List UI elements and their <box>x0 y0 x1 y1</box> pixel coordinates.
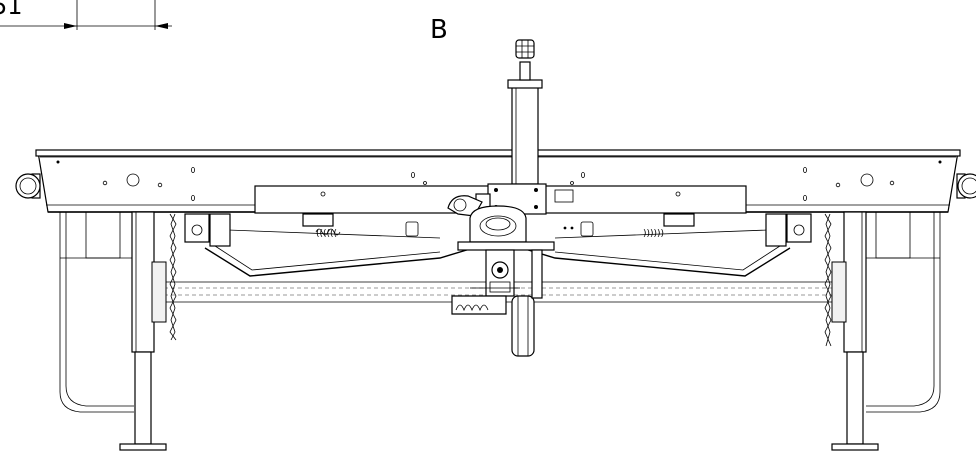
right-brackets: )))))) <box>563 213 812 247</box>
right-fender <box>866 211 941 413</box>
right-safety-chain <box>824 213 832 347</box>
right-side-wheel <box>956 173 976 199</box>
svg-text:((((((: (((((( <box>316 229 337 239</box>
left-safety-chain <box>169 213 177 341</box>
right-support-leg <box>831 211 879 451</box>
svg-text:)))))): )))))) <box>643 229 664 239</box>
jockey-wheel-stem <box>507 39 543 185</box>
left-side-wheel <box>15 173 41 199</box>
dimension-value: 51 <box>0 0 23 20</box>
drawbar-arms <box>204 229 791 277</box>
left-fender <box>59 211 134 413</box>
view-label: B <box>430 15 448 45</box>
left-support-leg <box>119 211 167 451</box>
left-brackets: (((((( <box>184 213 419 247</box>
dimension-annotation: 51 <box>0 0 172 30</box>
hitch-assembly <box>447 183 555 357</box>
